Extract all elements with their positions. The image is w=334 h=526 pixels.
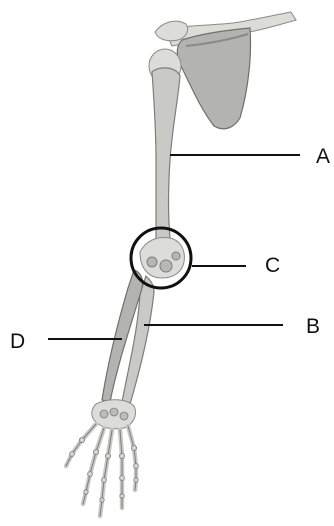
arm-skeleton-illustration xyxy=(66,12,296,516)
acromion xyxy=(155,21,188,41)
humerus-shaft xyxy=(152,68,180,240)
scapula xyxy=(177,28,250,129)
label-d: D xyxy=(10,330,25,353)
label-c: C xyxy=(265,254,280,277)
label-b: B xyxy=(306,315,320,338)
label-a: A xyxy=(316,145,330,168)
